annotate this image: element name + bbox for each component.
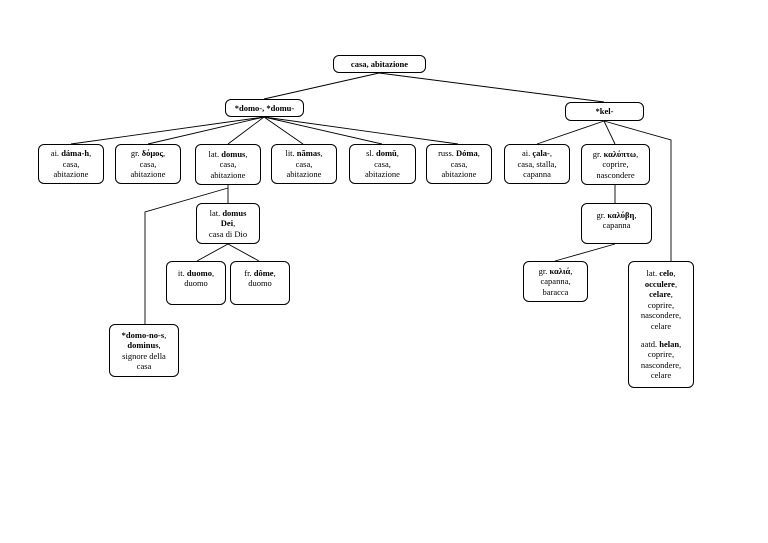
edge-domo-ai xyxy=(70,116,265,145)
node-gr-kalybe: gr. καλύβη, capanna xyxy=(581,203,652,244)
node-sl-domu: sl. domŭ, casa, abitazione xyxy=(349,144,416,184)
node-gr-domos: gr. δόμος, casa, abitazione xyxy=(115,144,181,184)
edge-root-kel xyxy=(378,72,605,103)
edge-domo-sl xyxy=(263,116,383,145)
node-lat-domus-dei: lat. domus Dei, casa di Dio xyxy=(196,203,260,244)
node-kel: *kel- xyxy=(565,102,644,121)
edge-root-domo xyxy=(263,72,380,100)
edge-domusdei-it xyxy=(196,243,229,262)
edge-kalybe-kalia xyxy=(554,243,616,262)
node-ai-dama: ai. dáma-h, casa, abitazione xyxy=(38,144,104,184)
node-lat-celo: lat. celo, occulere, celare, coprire, na… xyxy=(628,261,694,388)
node-it-duomo: it. duomo, duomo xyxy=(166,261,226,305)
edge-kel-gr xyxy=(603,120,616,145)
edge-domo-russ xyxy=(263,116,459,145)
node-gr-kalypto: gr. καλύπτω, coprire, nascondere xyxy=(581,144,650,185)
edge-domo-gr xyxy=(147,116,265,145)
edge-domusdei-fr xyxy=(227,243,260,262)
edge-kel-latcelo xyxy=(603,120,672,261)
edge-domo-lit xyxy=(263,116,304,145)
node-domo-no-s: *domo-no-s, dominus, signore della casa xyxy=(109,324,179,377)
node-russ-doma: russ. Dóma, casa, abitazione xyxy=(426,144,492,184)
node-fr-dome: fr. dôme, duomo xyxy=(230,261,290,305)
edge-lat-domonos xyxy=(144,187,229,324)
node-gr-kalia: gr. καλιά, capanna, baracca xyxy=(523,261,588,302)
node-lit-namas: lit. nãmas, casa, abitazione xyxy=(271,144,337,184)
edge-kel-ai xyxy=(536,120,605,145)
edge-domo-lat xyxy=(227,116,265,145)
node-casa-abitazione: casa, abitazione xyxy=(333,55,426,73)
node-lat-domus: lat. domus, casa, abitazione xyxy=(195,144,261,185)
node-ai-cala: ai. çala-, casa, stalla, capanna xyxy=(504,144,570,184)
node-domo-domu: *domo-, *domu- xyxy=(225,99,304,117)
